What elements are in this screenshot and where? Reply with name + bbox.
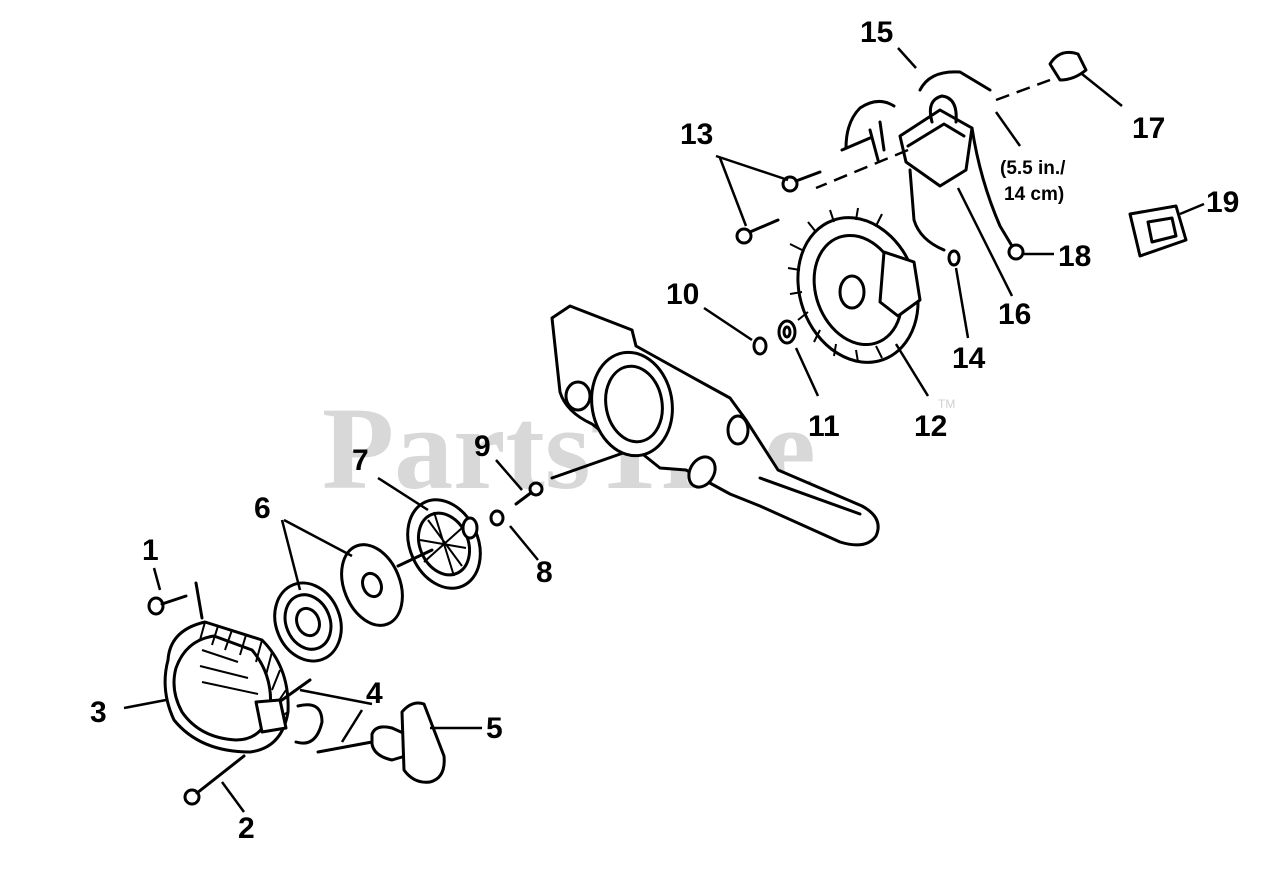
callouts: 1 2 3 4 5 6 7 8 9 10 11 12 13 14 15 16 1… (90, 16, 1239, 845)
callout-10: 10 (666, 278, 699, 311)
part-starter-housing (163, 581, 290, 754)
part-spring-assembly (273, 543, 404, 663)
callout-19: 19 (1206, 186, 1239, 219)
part-pulley (406, 498, 482, 590)
callout-2: 2 (238, 812, 255, 845)
callout-8: 8 (536, 556, 553, 589)
callout-9: 9 (474, 430, 491, 463)
part-housing-plate (550, 304, 880, 547)
part-switch (1128, 204, 1188, 258)
callout-12: 12 (914, 410, 947, 443)
callout-14: 14 (952, 342, 986, 375)
part-flywheel (787, 207, 922, 364)
part-nut-10 (752, 336, 768, 356)
callout-4: 4 (366, 677, 383, 710)
callout-15: 15 (860, 16, 893, 49)
part-screw-9 (514, 481, 544, 506)
callout-11: 11 (808, 410, 840, 443)
callout-5: 5 (486, 712, 503, 745)
callout-1: 1 (142, 534, 159, 567)
part-washer-8 (489, 509, 505, 527)
part-terminal-18 (1007, 243, 1025, 261)
callout-3: 3 (90, 696, 107, 729)
part-screw-1 (147, 594, 188, 616)
part-starter-rope (280, 678, 374, 754)
callout-13: 13 (680, 118, 713, 151)
part-screw-2 (183, 754, 246, 806)
watermark-tm: TM (938, 397, 955, 411)
part-starter-handle (370, 701, 446, 784)
callout-17: 17 (1132, 112, 1165, 145)
callout-6: 6 (254, 492, 271, 525)
part-spark-plug-boot (995, 50, 1088, 102)
callout-18: 18 (1058, 240, 1091, 273)
part-screws-13 (735, 170, 822, 245)
dimension-note-line1: (5.5 in./ (1000, 158, 1066, 179)
dimension-note: (5.5 in./ 14 cm) (1000, 158, 1066, 205)
leader-lines (123, 47, 1205, 813)
dimension-note-line2: 14 cm) (1004, 184, 1064, 205)
part-washer-11 (777, 319, 797, 345)
callout-16: 16 (998, 298, 1031, 331)
part-ignition-module (815, 70, 1014, 252)
part-terminal-14 (947, 249, 961, 267)
callout-7: 7 (352, 444, 369, 477)
